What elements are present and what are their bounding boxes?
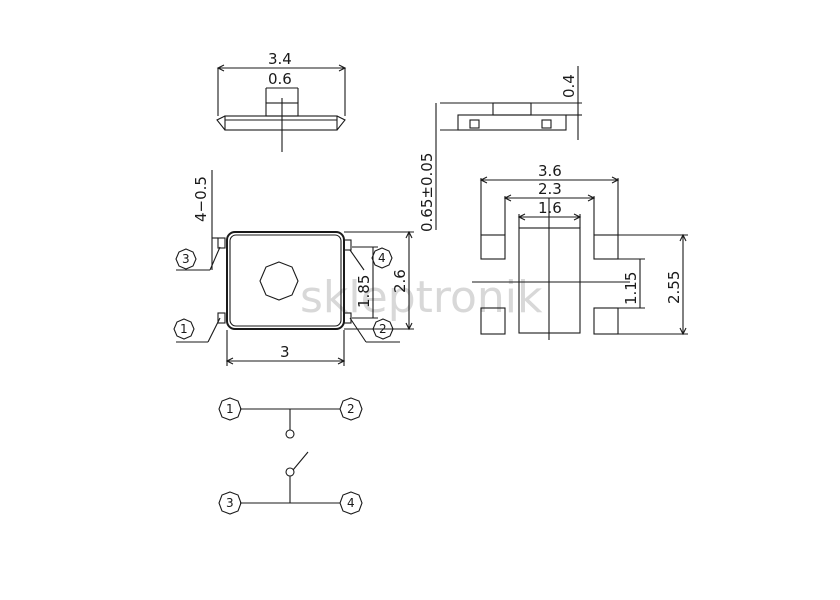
pad-layout: 3.6 2.3 1.6 1.15 2.55 (472, 162, 688, 340)
side-view: 0.4 0.65±0.05 (418, 66, 582, 232)
dim-top-width: 3.4 (268, 50, 292, 68)
body-view: 4−0.5 3 1.85 2.6 3 4 1 2 (173, 170, 414, 366)
dim-lead-pitch: 1.85 (355, 275, 373, 308)
schematic-pin-1 (218, 397, 242, 421)
dim-pad-gap: 1.15 (622, 272, 640, 305)
schematic-pin-label: 3 (226, 496, 234, 510)
switch-schematic: 1 2 3 4 (218, 397, 363, 515)
schematic-pin-label: 2 (347, 402, 355, 416)
pin-4-marker (371, 247, 393, 269)
dim-pad-outer: 3.6 (538, 162, 562, 180)
body-pin-label: 2 (379, 322, 387, 336)
body-pin-label: 4 (378, 251, 386, 265)
pin-2-marker (372, 318, 394, 340)
schematic-pin-label: 4 (347, 496, 355, 510)
dim-side-height: 0.4 (560, 74, 578, 98)
body-pin-label: 3 (182, 252, 190, 266)
dim-top-plunger: 0.6 (268, 70, 292, 88)
pin-1-marker (173, 318, 195, 340)
watermark: skleptronik (300, 272, 543, 323)
dim-pad-mid: 2.3 (538, 180, 562, 198)
dim-side-total: 0.65±0.05 (418, 153, 436, 232)
schematic-pin-2 (339, 397, 363, 421)
schematic-pin-4 (339, 491, 363, 515)
dim-body-height: 2.6 (391, 269, 409, 293)
schematic-pin-label: 1 (226, 402, 234, 416)
dim-lead-count: 4−0.5 (192, 176, 210, 222)
dim-pad-height: 2.55 (665, 271, 683, 304)
pin-3-marker (175, 248, 197, 270)
dim-body-width: 3 (280, 343, 290, 361)
schematic-pin-3 (218, 491, 242, 515)
dim-pad-inner: 1.6 (538, 199, 562, 217)
body-pin-label: 1 (180, 322, 188, 336)
front-view: 3.4 0.6 (216, 50, 347, 152)
